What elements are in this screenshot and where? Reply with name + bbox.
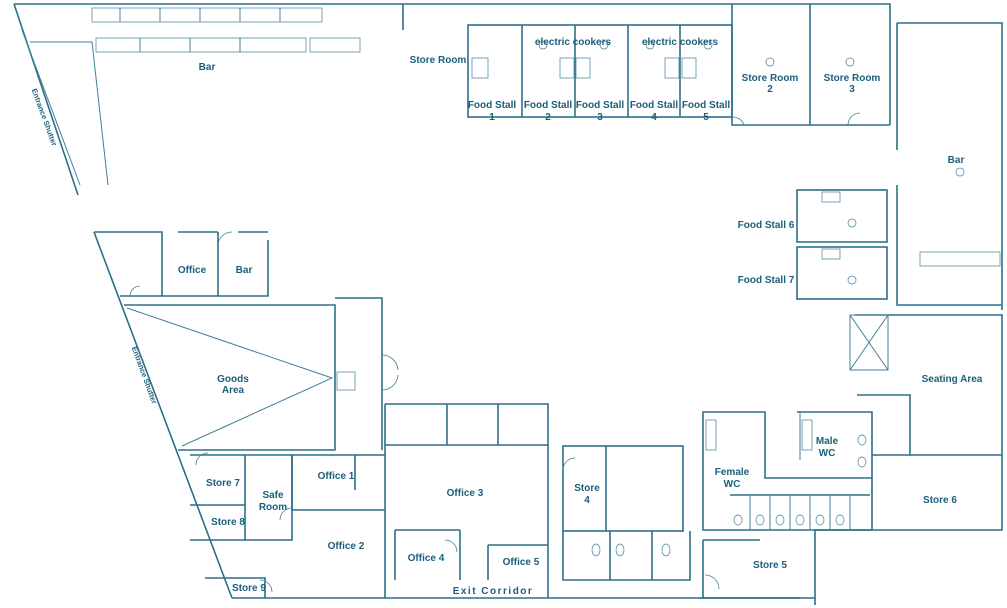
label-store-9: Store 9 <box>232 583 266 594</box>
label-store-room-2: Store Room <box>742 73 799 84</box>
label-food-stall-2-num: 2 <box>545 112 551 123</box>
label-food-stall-1: Food Stall <box>468 100 517 111</box>
label-store-5: Store 5 <box>753 560 787 571</box>
label-food-stall-4: Food Stall <box>630 100 679 111</box>
label-store-7: Store 7 <box>206 478 240 489</box>
label-food-stall-3: Food Stall <box>576 100 625 111</box>
toilets-block <box>702 411 873 531</box>
bar-counters <box>91 7 361 53</box>
label-male-wc: Male <box>816 436 839 447</box>
label-office-1: Office 1 <box>318 471 355 482</box>
label-safe-room-2: Room <box>259 502 287 513</box>
label-food-stall-3-num: 3 <box>597 112 603 123</box>
label-goods-area-2: Area <box>222 385 245 396</box>
label-office-2: Office 2 <box>328 541 365 552</box>
label-food-stall-2: Food Stall <box>524 100 573 111</box>
label-food-stall-6: Food Stall 6 <box>738 220 795 231</box>
food-stalls-right <box>796 167 1001 300</box>
label-bar-top: Bar <box>199 62 216 73</box>
goods-area <box>124 297 399 451</box>
office-bar-block <box>94 231 269 297</box>
label-bar-small: Bar <box>236 265 253 276</box>
label-office-5: Office 5 <box>503 557 540 568</box>
label-food-stall-5-num: 5 <box>703 112 709 123</box>
label-electric-cookers-1: electric cookers <box>535 37 612 48</box>
label-food-stall-5: Food Stall <box>682 100 731 111</box>
label-bar-right: Bar <box>948 155 965 166</box>
label-seating-area: Seating Area <box>922 374 983 385</box>
label-female-wc-2: WC <box>724 479 741 490</box>
seating-store-block <box>702 314 1002 598</box>
label-store-room-3-num: 3 <box>849 84 855 95</box>
label-store-6: Store 6 <box>923 495 957 506</box>
label-store-4: Store <box>574 483 600 494</box>
label-food-stall-4-num: 4 <box>651 112 657 123</box>
label-electric-cookers-2: electric cookers <box>642 37 719 48</box>
store-4-block <box>562 445 691 581</box>
label-food-stall-1-num: 1 <box>489 112 495 123</box>
room-labels: Bar Store Room electric cookers electric… <box>30 37 983 597</box>
offices-block <box>190 403 549 598</box>
label-store-room-2-num: 2 <box>767 84 773 95</box>
label-exit-corridor: Exit Corridor <box>453 586 534 597</box>
label-office-4: Office 4 <box>408 553 445 564</box>
label-entrance-shutter-mid: Entrance Shutter <box>130 345 159 405</box>
label-food-stall-7: Food Stall 7 <box>738 275 795 286</box>
label-female-wc: Female <box>715 467 750 478</box>
label-office-3: Office 3 <box>447 488 484 499</box>
label-store-4-num: 4 <box>584 495 590 506</box>
outer-walls <box>13 3 1003 605</box>
label-male-wc-2: WC <box>819 448 836 459</box>
label-store-8: Store 8 <box>211 517 245 528</box>
label-office: Office <box>178 265 207 276</box>
store-rooms-2-3 <box>731 4 890 126</box>
label-goods-area: Goods <box>217 374 249 385</box>
label-safe-room: Safe <box>262 490 284 501</box>
label-store-room-3: Store Room <box>824 73 881 84</box>
label-store-room: Store Room <box>410 55 467 66</box>
